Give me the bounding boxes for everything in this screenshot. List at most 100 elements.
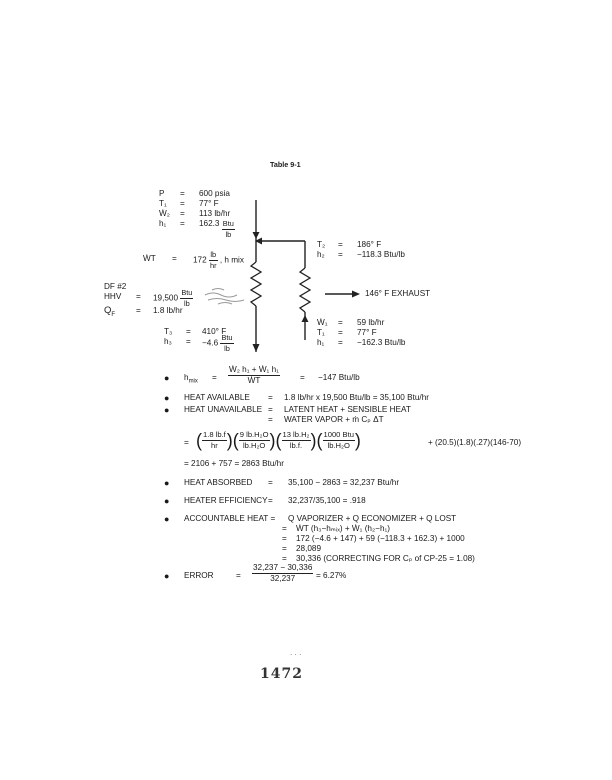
sensible-heat-expression: + (20.5)(1.8)(.27)(146-70) [428, 438, 522, 447]
fuel-flow-value: 1.8 lb/hr [153, 306, 183, 315]
exhaust-label: 146° F EXHAUST [365, 289, 431, 298]
t1-label: T₁ [159, 199, 167, 208]
water-arrow [301, 315, 309, 322]
heat-available-label: HEAT AVAILABLE [184, 393, 250, 402]
error-value: = 6.27% [316, 571, 347, 580]
accountable-line-4: 28,089 [296, 544, 322, 553]
heat-available-eq: = [268, 393, 273, 402]
bullet: ● [164, 373, 170, 383]
heat-unavailable-label: HEAT UNAVAILABLE [184, 405, 263, 414]
bullet: ● [164, 478, 170, 488]
t1-eq: = [180, 199, 185, 208]
heat-unavailable-eq: = [268, 405, 273, 414]
heat-unavailable-value: LATENT HEAT + SENSIBLE HEAT [284, 405, 411, 414]
fuel-flame-marks [204, 288, 245, 305]
heater-efficiency-label: HEATER EFFICIENCY [184, 496, 268, 505]
hmix-eq2: = [300, 373, 305, 382]
pressure-label: P [159, 189, 165, 198]
fuel-flow-eq: = [136, 306, 141, 315]
w2-eq: = [180, 209, 185, 218]
heat-absorbed-eq: = [268, 478, 273, 487]
heat-absorbed-value: 35,100 − 2863 = 32,237 Btu/hr [288, 478, 400, 487]
heat-available-value: 1.8 lb/hr x 19,500 Btu/lb = 35,100 Btu/h… [284, 393, 429, 402]
bullet: ● [164, 514, 170, 524]
accountable-line-2: ẆT (h₃−hₘᵢₓ) + Ẇ₁ (h₂−h₁) [296, 524, 390, 533]
t1-value: 77° F [199, 199, 219, 208]
accountable-line-3: 172 (−4.6 + 147) + 59 (−118.3 + 162.3) +… [296, 534, 465, 543]
heater-coil [249, 261, 263, 307]
exhaust-arrow [352, 290, 360, 298]
t2-value: 186° F [357, 240, 382, 249]
pressure-eq: = [180, 189, 185, 198]
t3-value: 410° F [202, 327, 227, 336]
h2-label: h₂ [317, 250, 325, 259]
fuel-type-label: DF #2 [104, 282, 127, 291]
w2-label: Ẇ₂ [159, 209, 170, 218]
mix-arrow [255, 237, 262, 245]
w1-label: Ẇ₁ [317, 318, 328, 327]
wt-label: ẆT [143, 254, 156, 263]
bullet: ● [164, 393, 170, 403]
table-title: Table 9-1 [270, 160, 301, 169]
heat-unavailable-eq2: = [268, 415, 273, 424]
water-h1-eq: = [338, 338, 343, 347]
t2-eq: = [338, 240, 343, 249]
heat-absorbed-label: HEAT ABSORBED [184, 478, 253, 487]
water-t1-eq: = [338, 328, 343, 337]
wt-eq: = [172, 254, 177, 263]
page-dots: . . . [290, 648, 302, 657]
accountable-eq-4: = [282, 544, 287, 553]
heater-efficiency-eq: = [268, 496, 273, 505]
accountable-heat-label: ACCOUNTABLE HEAT = [184, 514, 276, 523]
accountable-line-1: Q VAPORIZER + Q ECONOMIZER + Q LOST [288, 514, 457, 523]
hmix-eq: = [212, 373, 217, 382]
accountable-eq-2: = [282, 524, 287, 533]
page-number: 1472 [260, 666, 303, 682]
w2-value: 113 lb/hr [199, 209, 231, 218]
expression-result: = 2106 + 757 = 2863 Btu/hr [184, 459, 284, 468]
error-eq: = [236, 571, 241, 580]
h1-label: h₁ [159, 219, 167, 228]
t3-eq: = [186, 327, 191, 336]
heater-efficiency-value: 32,237/35,100 = .918 [288, 496, 366, 505]
accountable-eq-3: = [282, 534, 287, 543]
t3-label: T₃ [164, 327, 173, 336]
economizer-coil [298, 267, 312, 313]
t2-label: T₂ [317, 240, 326, 249]
hhv-label: HHV [104, 292, 122, 301]
w1-value: 59 lb/hr [357, 318, 385, 327]
hhv-eq: = [136, 292, 141, 301]
water-h1-label: h₁ [317, 338, 325, 347]
accountable-line-5: 30,336 (CORRECTING FOR Cₚ of CP-25 = 1.0… [296, 554, 475, 563]
water-t1-label: T₁ [317, 328, 325, 337]
heat-unavailable-value2: WATER VAPOR + ṁ Cₚ ΔT [284, 415, 384, 424]
outlet-arrow [252, 344, 260, 352]
pressure-value: 600 psia [199, 189, 230, 198]
h2-value: −118.3 Btu/lb [357, 250, 405, 259]
water-t1-value: 77° F [357, 328, 377, 337]
hmix-label: hmix [184, 373, 198, 385]
hmix-value: −147 Btu/lb [318, 373, 360, 382]
bullet: ● [164, 571, 170, 581]
bullet: ● [164, 405, 170, 415]
inlet-arrow [252, 232, 260, 239]
w1-eq: = [338, 318, 343, 327]
h2-eq: = [338, 250, 343, 259]
accountable-eq-5: = [282, 554, 287, 563]
h1-eq: = [180, 219, 185, 228]
fuel-flow-label: QF [104, 305, 116, 318]
h3-eq: = [186, 337, 191, 346]
error-label: ERROR [184, 571, 214, 580]
bullet: ● [164, 496, 170, 506]
h3-label: h₃ [164, 337, 172, 346]
expression-eq: = [184, 438, 189, 447]
water-h1-value: −162.3 Btu/lb [357, 338, 406, 347]
